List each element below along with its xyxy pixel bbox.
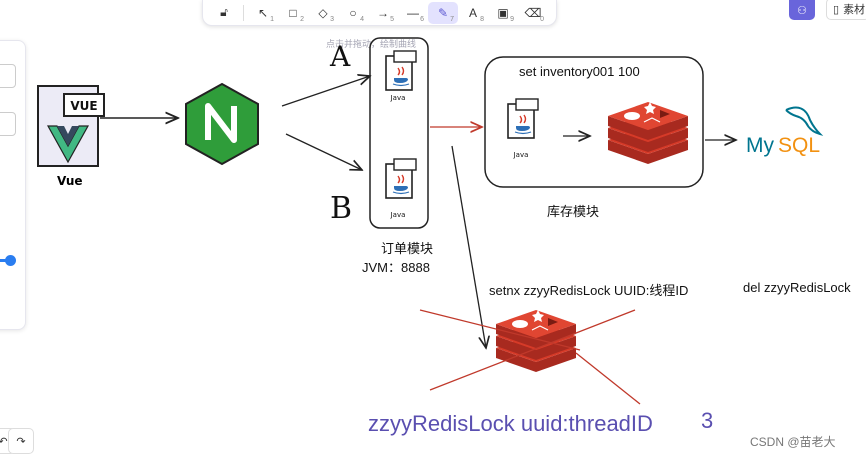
tool-diamond[interactable]: ◇3: [308, 2, 338, 24]
book-icon: ▯: [833, 3, 840, 16]
library-label: 素材: [843, 4, 866, 16]
tool-shortcut: 4: [360, 15, 364, 23]
collaborators-button[interactable]: ⚇: [789, 0, 815, 20]
tool-shortcut: 5: [390, 15, 394, 23]
java-label-inventory: Java: [513, 151, 529, 159]
lock-number-label: 3: [701, 408, 714, 433]
tool-shortcut: 0: [540, 15, 544, 23]
redo-icon: ↷: [16, 435, 26, 448]
mysql-text-my: My: [746, 134, 774, 157]
inventory-module-box[interactable]: [484, 56, 704, 188]
cross-line-1: [419, 309, 581, 351]
text-icon: A: [468, 5, 477, 20]
tool-selection[interactable]: ↖1: [248, 2, 278, 24]
redo-button[interactable]: ↷: [8, 428, 34, 454]
line-icon: —: [407, 5, 419, 20]
tool-pencil[interactable]: ✎7: [428, 1, 458, 24]
tool-rectangle[interactable]: □2: [278, 2, 308, 24]
order-module-label: 订单模块: [381, 241, 434, 256]
image-icon: ▣: [497, 5, 509, 20]
tool-shortcut: 7: [450, 15, 454, 23]
java-icon-a[interactable]: [385, 50, 417, 91]
diamond-icon: ◇: [318, 5, 328, 20]
mysql-text-sql: SQL: [778, 134, 820, 157]
tool-shortcut: 9: [510, 15, 514, 23]
nginx-to-b-arrow: [285, 133, 362, 170]
toolbar-divider: [243, 4, 244, 21]
cross-line-2: [575, 352, 641, 405]
tool-arrow[interactable]: →5: [368, 2, 398, 24]
csdn-watermark: CSDN @苗老大: [750, 435, 836, 449]
tool-image[interactable]: ▣9: [488, 2, 518, 24]
eraser-icon: ⌫: [524, 5, 542, 20]
label-b: B: [330, 191, 352, 226]
nginx-to-a-arrow: [281, 76, 370, 107]
lock-icon: 🔓︎: [220, 5, 228, 19]
vue-client-icon[interactable]: VUE: [37, 85, 105, 167]
background-color-swatch[interactable]: [0, 112, 16, 136]
java-label-a: Java: [390, 94, 406, 102]
tool-lock[interactable]: 🔓︎: [209, 2, 239, 24]
set-command-label: set inventory001 100: [519, 64, 640, 79]
tool-shortcut: 8: [480, 15, 484, 23]
jvm-port-label: JVM：8888: [362, 260, 430, 275]
opacity-slider-handle[interactable]: [5, 255, 16, 266]
tool-ellipse[interactable]: ○4: [338, 2, 368, 24]
java-icon-b[interactable]: [385, 158, 417, 199]
opacity-slider-track[interactable]: [0, 259, 8, 262]
tool-shortcut: 6: [420, 15, 424, 23]
rectangle-icon: □: [289, 5, 297, 20]
tool-eraser[interactable]: ⌫0: [518, 2, 548, 24]
library-button[interactable]: ▯素材: [826, 0, 866, 20]
arrow-icon: →: [377, 5, 389, 20]
lock-value-label: zzyyRedisLock uuid:threadID: [368, 411, 653, 436]
tool-shortcut: 2: [300, 15, 304, 23]
redis-icon-inventory[interactable]: [607, 101, 689, 165]
java-label-b: Java: [390, 211, 406, 219]
java-icon-inventory[interactable]: [507, 98, 539, 139]
redis-icon-lock[interactable]: [495, 309, 577, 373]
pencil-icon: ✎: [437, 5, 449, 20]
setnx-command-label: setnx zzyyRedisLock UUID:线程ID: [489, 283, 689, 298]
undo-icon: ↶: [0, 435, 8, 448]
label-a: A: [329, 40, 351, 73]
selection-icon: ↖: [257, 5, 269, 20]
inventory-module-label: 库存模块: [547, 204, 600, 219]
order-module-box[interactable]: [369, 37, 429, 229]
nginx-icon[interactable]: [185, 82, 259, 166]
ellipse-icon: ○: [349, 5, 357, 20]
mysql-logo[interactable]: My SQL: [746, 106, 824, 157]
vue-logo-text: VUE: [70, 99, 97, 113]
order-to-lock-redis-arrow: [451, 145, 486, 348]
tool-shortcut: 3: [330, 15, 334, 23]
users-icon: ⚇: [797, 4, 807, 17]
cross-line-3: [429, 309, 636, 391]
tool-shortcut: 1: [270, 15, 274, 23]
properties-panel: [0, 40, 26, 330]
stroke-color-swatch[interactable]: [0, 64, 16, 88]
tool-line[interactable]: —6: [398, 2, 428, 24]
vue-label: Vue: [57, 174, 83, 188]
del-command-label: del zzyyRedisLock: [743, 280, 851, 295]
